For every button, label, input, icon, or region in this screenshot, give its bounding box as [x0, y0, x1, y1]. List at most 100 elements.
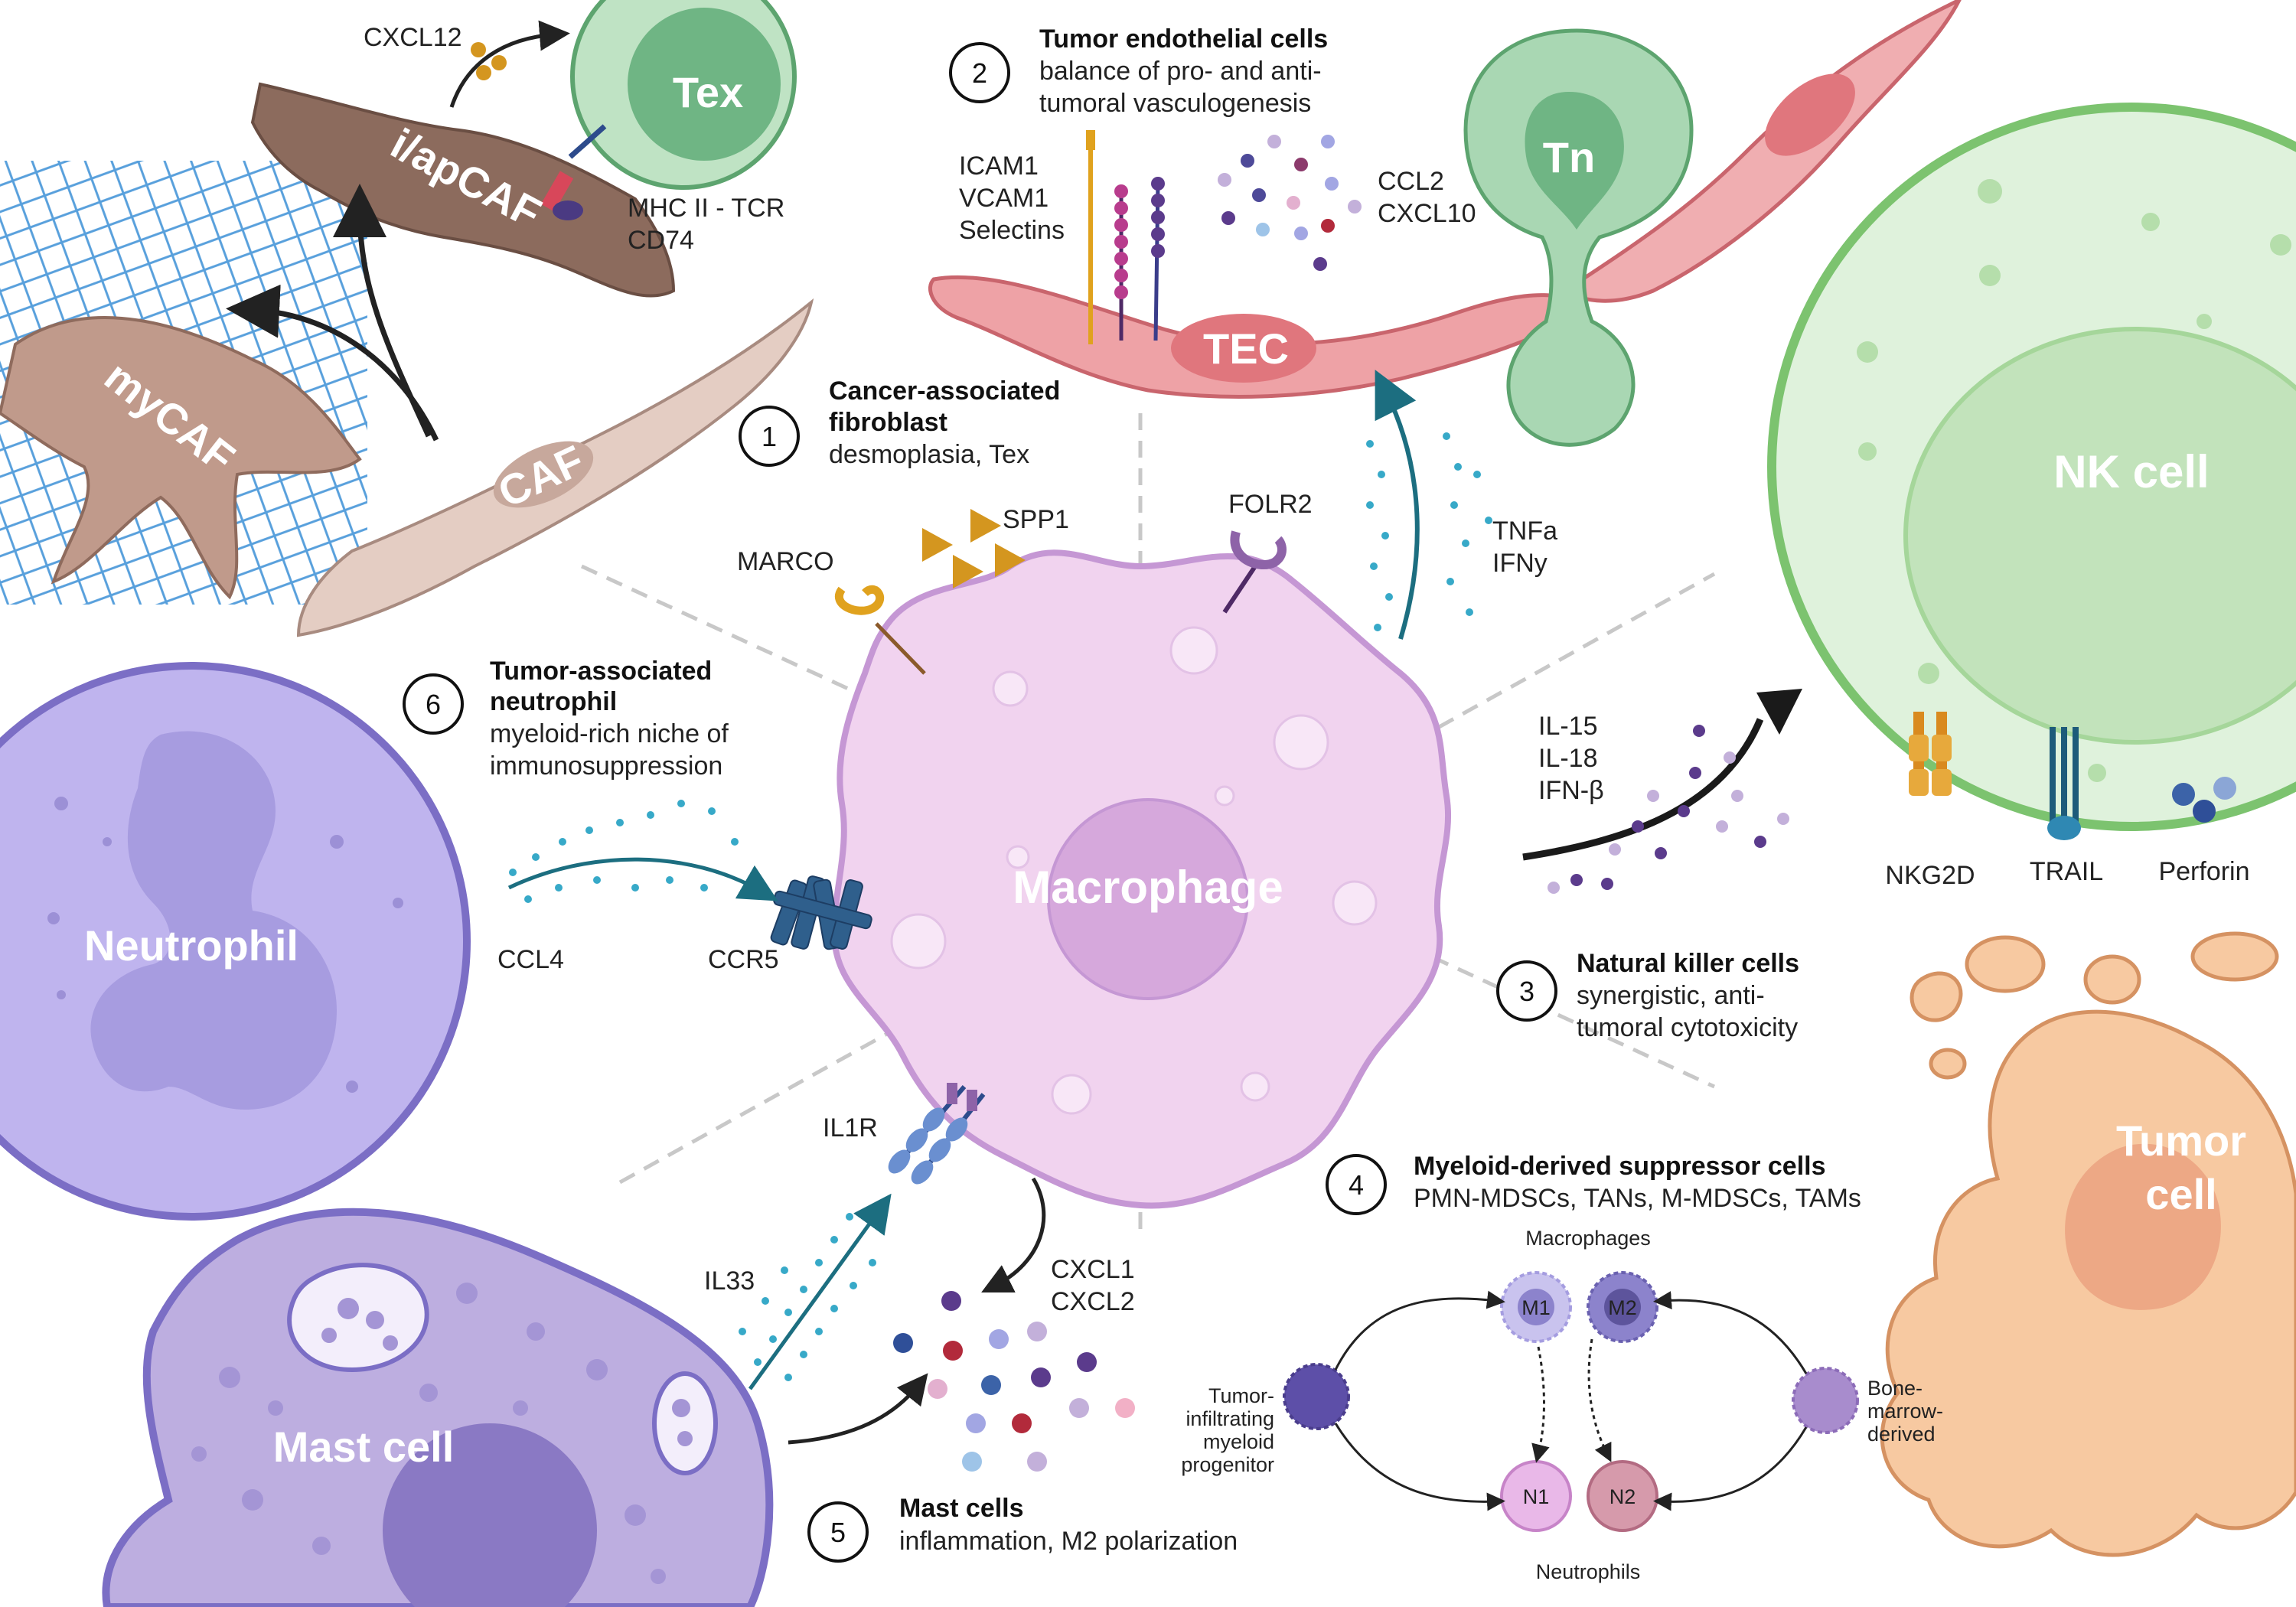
section-desc: desmoplasia, Tex [829, 440, 1029, 469]
marco-receptor [834, 585, 885, 615]
folr2-stalk [1222, 565, 1257, 614]
section-desc: synergistic, anti- [1577, 981, 1765, 1010]
il15-label: IL-15 [1538, 712, 1598, 741]
caf-nucleus [493, 441, 594, 508]
ccl4-signal: CCL4 [497, 800, 778, 974]
il15-signal: IL-15 IL-18 IFN-β [1522, 689, 1802, 894]
nk-region: NK cell NKG2D TRAIL Perforin [1767, 103, 2296, 890]
mdsc-diagram: Macrophages Neutrophils M1 M2 N1 N2 Tumo… [1181, 1227, 1943, 1583]
tumor-nucleus [2065, 1143, 2221, 1310]
trail-receptor [2047, 727, 2081, 840]
section-number-badge [807, 1501, 869, 1563]
cxcl-particles [893, 1291, 1135, 1472]
folr2-receptor [1230, 530, 1287, 569]
nkg2d-label: NKG2D [1885, 861, 1975, 890]
tumor-region: Tumor cell [1880, 931, 2296, 1557]
trail-label: TRAIL [2030, 857, 2103, 886]
section-number-badge [403, 673, 464, 735]
vcam1-beads [1114, 184, 1128, 299]
section-number: 2 [972, 57, 987, 89]
ccl2-label: CCL2 [1378, 167, 1444, 196]
tumor-label-line1: Tumor [2116, 1116, 2246, 1165]
tec-nucleus [1171, 314, 1316, 383]
section-number: 6 [426, 689, 441, 720]
spp1-molecules [922, 509, 1026, 588]
tumor-prog-line4: progenitor [1181, 1453, 1274, 1476]
mast-cell [102, 1208, 774, 1607]
section-desc-line2: tumoral vasculogenesis [1039, 89, 1311, 118]
marco-stalk [875, 622, 926, 675]
neutrophil-label: Neutrophil [84, 921, 298, 970]
section-desc: PMN-MDSCs, TANs, M-MDSCs, TAMs [1414, 1184, 1861, 1213]
folr2-label: FOLR2 [1228, 490, 1313, 519]
nk-granules [1857, 179, 2291, 782]
il1r-label: IL1R [823, 1113, 878, 1143]
cxcl2-label: CXCL2 [1051, 1287, 1135, 1316]
section-6: 6 Tumor-associated neutrophil myeloid-ri… [403, 657, 729, 781]
tumor-prog-line3: myeloid [1203, 1430, 1274, 1453]
section-number-badge [949, 42, 1010, 103]
il33-particles [739, 1213, 876, 1381]
cxcl1-label: CXCL1 [1051, 1255, 1135, 1284]
arrow-prog-to-m1 [1334, 1290, 1505, 1371]
cxcl12-molecule [491, 55, 507, 70]
arrow-tnfa-ifny [1375, 370, 1420, 640]
icam1-label: ICAM1 [959, 152, 1039, 181]
section-title: Tumor endothelial cells [1039, 24, 1328, 54]
tumor-fragment [2190, 931, 2279, 982]
vessel-branch-nucleus [1765, 73, 1855, 156]
arrow-bone-to-m2 [1653, 1291, 1808, 1374]
il33-label: IL33 [704, 1266, 755, 1296]
il18-label: IL-18 [1538, 744, 1598, 773]
section-title-line2: neutrophil [490, 687, 617, 716]
neutrophil-granules [47, 797, 403, 1093]
bone-line1: Bone- [1867, 1377, 1923, 1400]
tn-cell [1463, 28, 1694, 447]
neutrophil-region: Neutrophil [0, 662, 471, 1221]
m1-label: M1 [1521, 1296, 1551, 1319]
bone-marrow-cell [1792, 1367, 1859, 1434]
tumor-prog-line1: Tumor- [1208, 1384, 1274, 1407]
m2-nucleus [1604, 1289, 1641, 1325]
bone-line2: marrow- [1867, 1400, 1943, 1423]
mast-nucleus [383, 1423, 597, 1607]
bone-line3: derived [1867, 1423, 1936, 1446]
neutrophil-nucleus [90, 731, 337, 1110]
m2-label: M2 [1608, 1296, 1637, 1319]
tn-nucleus [1525, 92, 1624, 230]
section-title: Myeloid-derived suppressor cells [1414, 1152, 1826, 1181]
arrow-il15-head [1756, 689, 1802, 735]
tumor-prog-line2: infiltrating [1186, 1407, 1274, 1430]
arrow-ccl4 [507, 857, 778, 901]
tumor-progenitor-cell [1283, 1363, 1350, 1430]
nk-label: NK cell [2053, 446, 2209, 497]
tumor-fragment [2083, 954, 2141, 1005]
cxcl12-molecule [476, 65, 491, 80]
section-title: Mast cells [899, 1494, 1024, 1523]
macrophage-vacuoles [890, 626, 1378, 1115]
section-number-badge [1326, 1154, 1387, 1215]
ccr5-label: CCR5 [708, 945, 779, 974]
perforin-label: Perforin [2158, 857, 2249, 886]
n2-label: N2 [1609, 1485, 1636, 1508]
nk-nucleus [1903, 327, 2296, 745]
ifny-label: IFNy [1492, 549, 1548, 578]
mast-vacuole [287, 1263, 429, 1373]
section-number-badge [739, 406, 800, 467]
selectin-beads [1151, 177, 1165, 258]
endothelial-region: TEC Tn ICAM1 VCAM1 Selectins CCL2 CXCL10… [928, 0, 1962, 640]
tcr-stalk [568, 124, 607, 159]
arrow-il15-to-nk [1522, 718, 1764, 861]
il1r-receptor [888, 1083, 986, 1185]
section-number: 4 [1349, 1169, 1364, 1201]
neutrophils-heading: Neutrophils [1536, 1560, 1641, 1583]
cd74-molecule [553, 200, 583, 220]
section-title: Tumor-associated [490, 657, 712, 686]
tn-label: Tn [1543, 133, 1595, 181]
mast-granules [191, 1283, 693, 1584]
tex-nucleus [628, 8, 781, 161]
macrophage-nucleus [1047, 798, 1249, 1000]
tec-label: TEC [1203, 324, 1289, 373]
section-desc: myeloid-rich niche of [490, 719, 729, 748]
section-title: Natural killer cells [1577, 949, 1799, 978]
